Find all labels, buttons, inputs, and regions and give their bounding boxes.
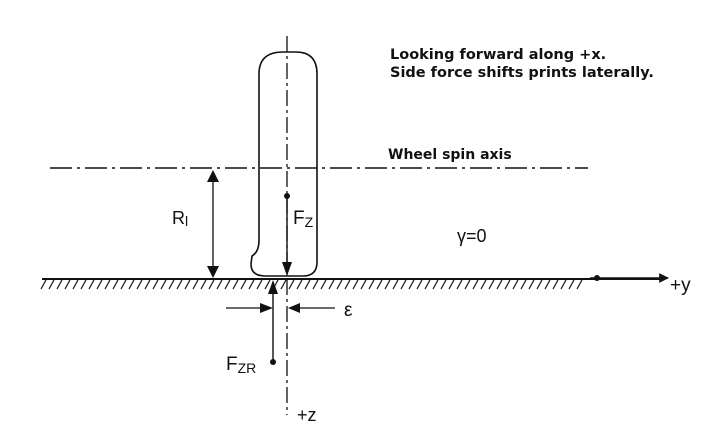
hatch-mark [344, 279, 351, 290]
hatch-mark [296, 279, 303, 290]
note-line-2: Side force shifts prints laterally. [390, 65, 654, 81]
hatch-mark [320, 279, 327, 290]
hatch-mark [96, 279, 103, 290]
fz-arrowhead [282, 262, 292, 276]
hatch-mark [408, 279, 415, 290]
hatch-mark [208, 279, 215, 290]
hatch-mark [328, 279, 335, 290]
hatch-mark [256, 279, 263, 290]
hatch-mark [144, 279, 151, 290]
hatch-mark [168, 279, 175, 290]
camber-label: γ=0 [457, 226, 487, 246]
hatch-mark [120, 279, 127, 290]
fzr-arrowhead [268, 280, 278, 294]
hatch-mark [504, 279, 511, 290]
hatch-mark [64, 279, 71, 290]
hatch-mark [360, 279, 367, 290]
hatch-mark [72, 279, 79, 290]
hatch-mark [80, 279, 87, 290]
hatch-mark [480, 279, 487, 290]
hatch-mark [496, 279, 503, 290]
hatch-mark [192, 279, 199, 290]
hatch-mark [184, 279, 191, 290]
hatch-mark [512, 279, 519, 290]
y-axis-label: +y [670, 275, 691, 296]
hatch-mark [288, 279, 295, 290]
hatch-mark [464, 279, 471, 290]
hatch-mark [232, 279, 239, 290]
note-line-1: Looking forward along +x. [390, 47, 606, 63]
hatch-mark [416, 279, 423, 290]
hatch-mark [136, 279, 143, 290]
tire-outline [250, 51, 318, 277]
fz-label: FZ [293, 208, 314, 230]
hatch-mark [576, 279, 583, 290]
hatch-mark [376, 279, 383, 290]
hatch-mark [400, 279, 407, 290]
hatch-mark [472, 279, 479, 290]
hatch-mark [224, 279, 231, 290]
hatch-mark [280, 279, 287, 290]
hatch-mark [152, 279, 159, 290]
fz-origin-dot [284, 193, 290, 199]
hatch-mark [336, 279, 343, 290]
z-axis-label: +z [297, 405, 317, 425]
hatch-mark [448, 279, 455, 290]
hatch-mark [560, 279, 567, 290]
radius-arrow-top [207, 170, 219, 182]
epsilon-label: ε [344, 300, 353, 321]
hatch-mark [304, 279, 311, 290]
radius-arrow-bottom [207, 266, 219, 278]
hatch-mark [88, 279, 95, 290]
hatch-mark [104, 279, 111, 290]
hatch-mark [248, 279, 255, 290]
hatch-mark [264, 279, 271, 290]
hatch-mark [568, 279, 575, 290]
ground-hatching [40, 279, 583, 290]
radius-label: Rl [172, 208, 188, 229]
hatch-mark [48, 279, 55, 290]
hatch-mark [160, 279, 167, 290]
hatch-mark [392, 279, 399, 290]
hatch-mark [112, 279, 119, 290]
hatch-mark [240, 279, 247, 290]
fzr-origin-dot [270, 359, 276, 365]
y-axis-origin-dot [594, 275, 600, 281]
hatch-mark [552, 279, 559, 290]
hatch-mark [312, 279, 319, 290]
hatch-mark [432, 279, 439, 290]
hatch-mark [200, 279, 207, 290]
hatch-mark [440, 279, 447, 290]
hatch-mark [544, 279, 551, 290]
hatch-mark [488, 279, 495, 290]
hatch-mark [176, 279, 183, 290]
hatch-mark [216, 279, 223, 290]
hatch-mark [424, 279, 431, 290]
fzr-label: FZR [226, 354, 256, 376]
wheel-spin-axis-label: Wheel spin axis [388, 147, 512, 163]
hatch-mark [128, 279, 135, 290]
hatch-mark [456, 279, 463, 290]
hatch-mark [520, 279, 527, 290]
hatch-mark [368, 279, 375, 290]
hatch-mark [536, 279, 543, 290]
epsilon-arrow-right-head [288, 303, 300, 313]
hatch-mark [56, 279, 63, 290]
epsilon-arrow-left-head [260, 303, 273, 313]
hatch-mark [528, 279, 535, 290]
hatch-mark [352, 279, 359, 290]
hatch-mark [384, 279, 391, 290]
hatch-mark [40, 279, 47, 290]
